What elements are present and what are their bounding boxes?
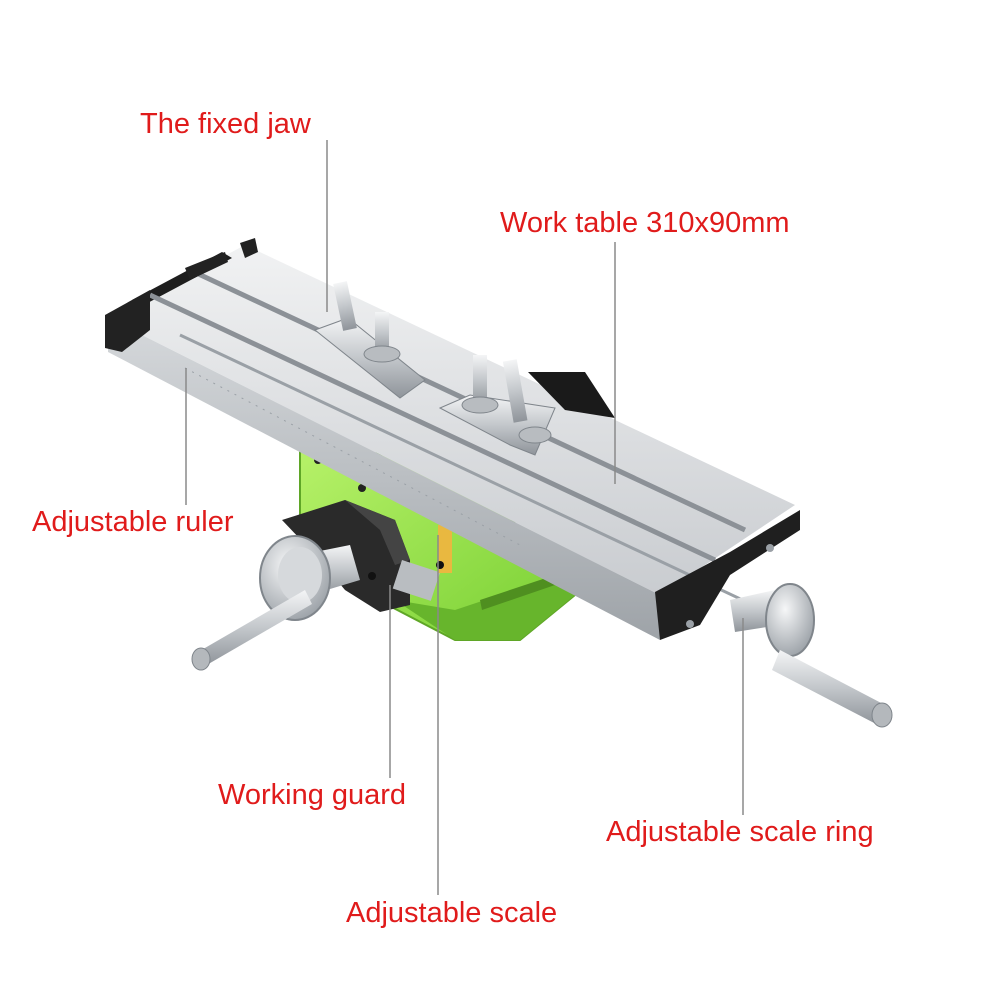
work-table <box>105 238 800 640</box>
right-handwheel <box>730 583 893 728</box>
clamp-left <box>313 281 426 399</box>
leader-lines <box>185 140 744 895</box>
adjustable-scale-plate <box>438 525 452 573</box>
label-adjustable-scale-ring: Adjustable scale ring <box>606 816 874 848</box>
label-adjustable-scale: Adjustable scale <box>346 897 558 929</box>
label-working-guard: Working guard <box>218 779 407 811</box>
t-slot <box>148 292 717 563</box>
clamp-right <box>438 355 556 456</box>
label-work-table: Work table 310x90mm <box>500 207 790 239</box>
label-adjustable-ruler: Adjustable ruler <box>32 506 234 538</box>
label-fixed-jaw: The fixed jaw <box>140 108 311 140</box>
base-slot <box>480 575 555 610</box>
left-handwheel <box>191 535 360 671</box>
